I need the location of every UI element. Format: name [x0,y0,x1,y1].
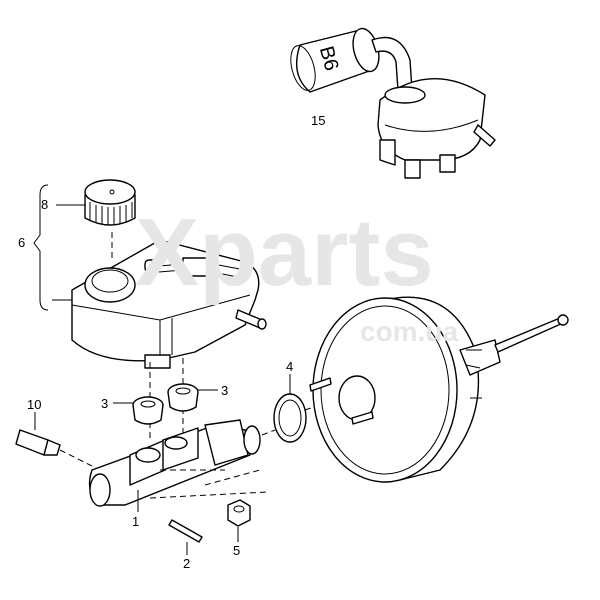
reservoir-cap[interactable] [84,179,136,226]
master-cylinder[interactable] [88,419,261,507]
callout-3-rear: 3 [221,383,229,398]
watermark-brand: Xparts [135,199,434,306]
grommet-front[interactable] [132,396,164,425]
nut[interactable] [227,499,251,527]
callout-2: 2 [183,556,191,571]
vacuum-canister[interactable] [286,26,496,179]
reservoir[interactable] [71,239,267,369]
pressure-sensor[interactable] [15,429,61,456]
pin[interactable] [168,519,203,543]
callout-10: 10 [27,397,42,412]
watermark-domain: com.ua [360,316,459,347]
callout-8: 8 [41,197,49,212]
grommet-rear[interactable] [167,383,199,412]
callout-15: 15 [311,113,326,128]
callout-4: 4 [286,359,294,374]
gasket-ring[interactable] [273,393,307,443]
callout-1: 1 [132,514,140,529]
callout-6: 6 [18,235,26,250]
brake-booster[interactable] [309,296,569,483]
callout-3-front: 3 [101,396,109,411]
callout-5: 5 [233,543,241,558]
